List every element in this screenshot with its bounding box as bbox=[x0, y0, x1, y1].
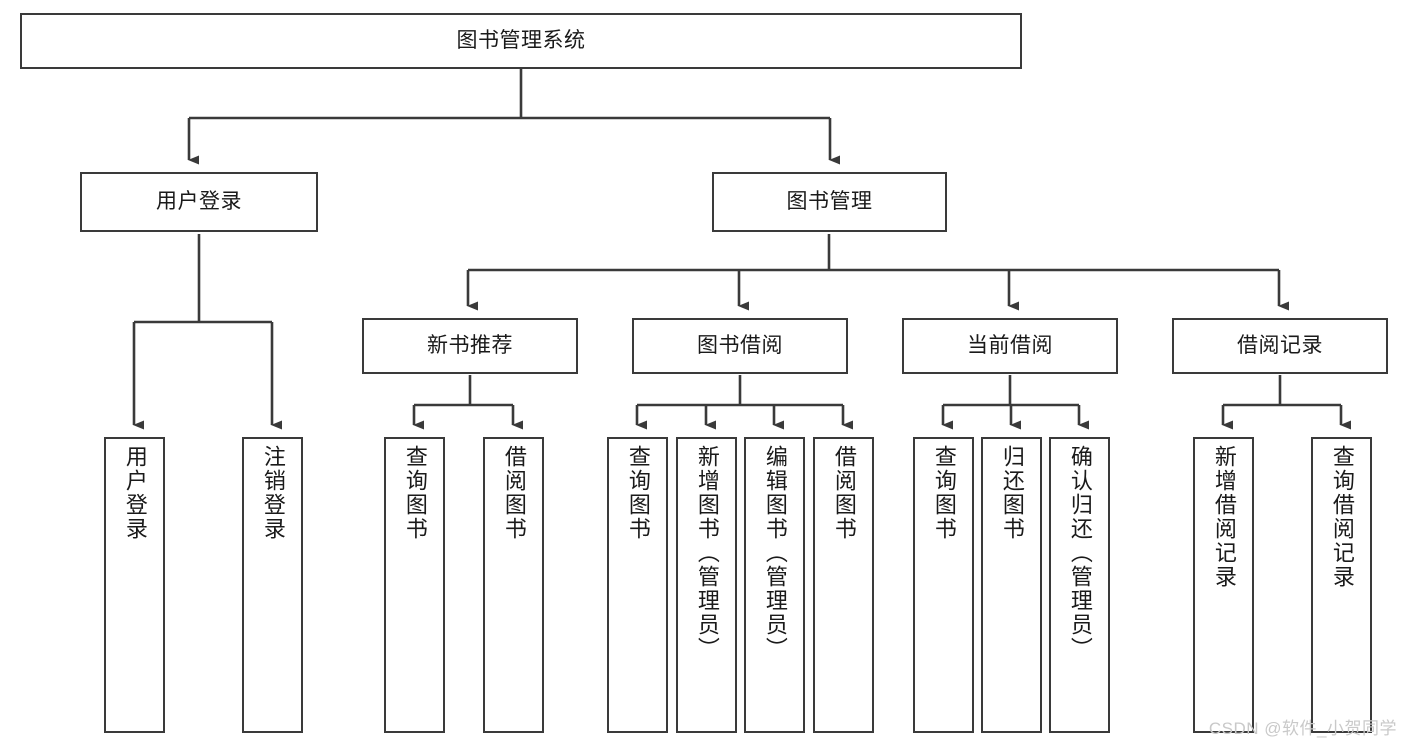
node-root-book-management-system[interactable]: 图书管理系统 bbox=[20, 13, 1022, 69]
node-new-book-recommend[interactable]: 新书推荐 bbox=[362, 318, 578, 374]
node-label: 图书管理 bbox=[786, 189, 873, 213]
node-label: 查询图书 bbox=[931, 445, 957, 541]
leaf-current-borrow-confirm-return-admin[interactable]: 确认归还（管理员） bbox=[1049, 437, 1110, 733]
leaf-new-book-query-book[interactable]: 查询图书 bbox=[384, 437, 445, 733]
node-label: 新增图书（管理员） bbox=[694, 445, 720, 661]
leaf-current-borrow-return-book[interactable]: 归还图书 bbox=[981, 437, 1042, 733]
node-book-management[interactable]: 图书管理 bbox=[712, 172, 947, 232]
node-user-login[interactable]: 用户登录 bbox=[80, 172, 318, 232]
node-label: 编辑图书（管理员） bbox=[762, 445, 788, 661]
watermark-text: CSDN @软件_小贺同学 bbox=[1208, 719, 1397, 738]
leaf-book-borrow-query-book[interactable]: 查询图书 bbox=[607, 437, 668, 733]
node-label: 归还图书 bbox=[999, 445, 1025, 541]
node-label: 借阅记录 bbox=[1237, 333, 1323, 357]
node-label: 图书借阅 bbox=[697, 333, 783, 357]
leaf-borrow-record-query-record[interactable]: 查询借阅记录 bbox=[1311, 437, 1372, 733]
node-book-borrow[interactable]: 图书借阅 bbox=[632, 318, 848, 374]
leaf-borrow-record-add-record[interactable]: 新增借阅记录 bbox=[1193, 437, 1254, 733]
node-label: 用户登录 bbox=[156, 189, 242, 213]
node-label: 当前借阅 bbox=[967, 333, 1053, 357]
node-label: 新书推荐 bbox=[427, 333, 513, 357]
node-borrow-record[interactable]: 借阅记录 bbox=[1172, 318, 1388, 374]
leaf-new-book-borrow-book[interactable]: 借阅图书 bbox=[483, 437, 544, 733]
node-label: 借阅图书 bbox=[501, 445, 527, 541]
leaf-book-borrow-borrow-book[interactable]: 借阅图书 bbox=[813, 437, 874, 733]
node-label: 注销登录 bbox=[260, 445, 286, 541]
node-label: 借阅图书 bbox=[831, 445, 857, 541]
leaf-book-borrow-add-book-admin[interactable]: 新增图书（管理员） bbox=[676, 437, 737, 733]
leaf-user-login-logout[interactable]: 注销登录 bbox=[242, 437, 303, 733]
node-current-borrow[interactable]: 当前借阅 bbox=[902, 318, 1118, 374]
node-label: 查询图书 bbox=[625, 445, 651, 541]
node-label: 查询借阅记录 bbox=[1329, 445, 1355, 589]
leaf-book-borrow-edit-book-admin[interactable]: 编辑图书（管理员） bbox=[744, 437, 805, 733]
node-label: 新增借阅记录 bbox=[1211, 445, 1237, 589]
node-label: 查询图书 bbox=[402, 445, 428, 541]
node-label: 用户登录 bbox=[122, 445, 148, 541]
node-label: 图书管理系统 bbox=[456, 28, 586, 52]
leaf-user-login-login[interactable]: 用户登录 bbox=[104, 437, 165, 733]
leaf-current-borrow-query-book[interactable]: 查询图书 bbox=[913, 437, 974, 733]
node-label: 确认归还（管理员） bbox=[1067, 445, 1093, 661]
